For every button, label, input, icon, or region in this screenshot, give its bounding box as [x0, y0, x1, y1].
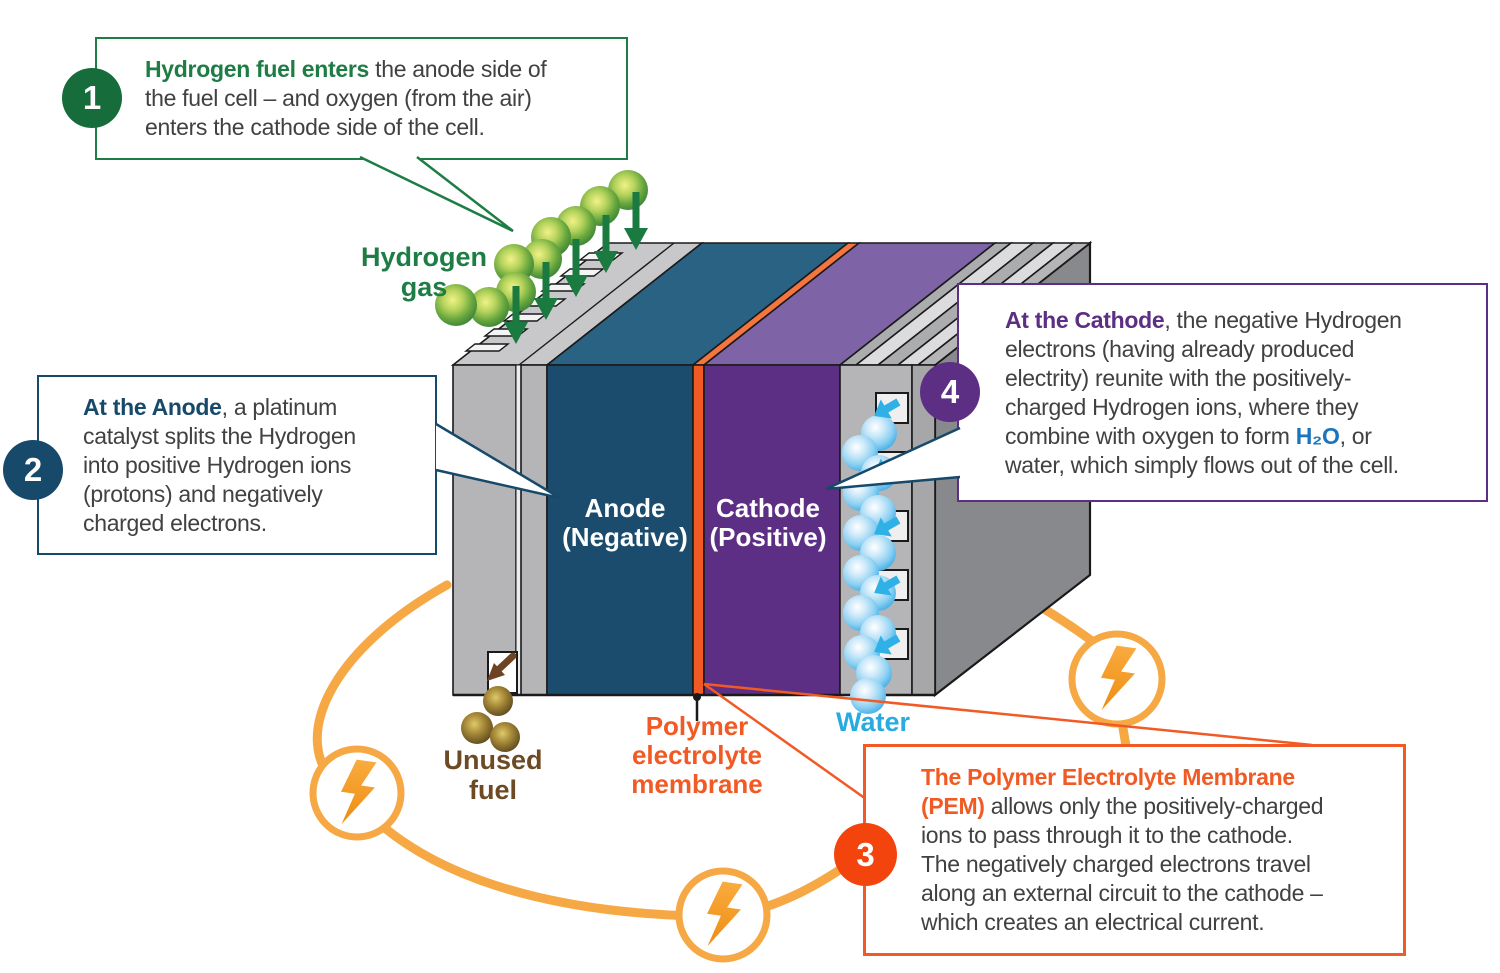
callout-step4-box: At the Cathode, the negative Hydrogen el…	[957, 283, 1488, 502]
lightning-bolt-icon	[309, 745, 405, 841]
unused-fuel-arrow-icon	[487, 652, 517, 681]
cathode-label: Cathode(Positive)	[709, 493, 827, 553]
callout-step3-text: The Polymer Electrolyte Membrane (PEM) a…	[921, 764, 1324, 935]
callout1-tail	[359, 155, 514, 233]
callout4-tail	[825, 426, 961, 491]
water-outlet-holes	[875, 392, 909, 660]
water-label: Water	[835, 707, 910, 737]
step-2-badge: 2	[3, 440, 63, 500]
lightning-bolt-icon	[675, 867, 771, 963]
step-1-badge: 1	[62, 68, 122, 128]
unused-fuel-outlet	[487, 651, 518, 694]
callout-step2-text: At the Anode, a platinum catalyst splits…	[83, 393, 356, 536]
callout-step1-text: Hydrogen fuel enters the anode side of t…	[145, 56, 547, 140]
callout-step4-text: At the Cathode, the negative Hydrogen el…	[1005, 306, 1402, 478]
callout-step2-box: At the Anode, a platinum catalyst splits…	[37, 375, 437, 555]
step-3-badge: 3	[834, 823, 897, 886]
water-flow-arrow-icon	[874, 398, 901, 655]
callout2-tail	[435, 422, 561, 500]
callout-step1-box: Hydrogen fuel enters the anode side of t…	[95, 37, 628, 160]
water-droplets	[842, 415, 897, 714]
lightning-bolt-icon	[1068, 630, 1166, 728]
h2o-formula: H₂O	[1295, 422, 1340, 449]
unused-fuel-molecules	[461, 686, 520, 752]
step-4-badge: 4	[920, 362, 980, 422]
callout-step3-box: The Polymer Electrolyte Membrane (PEM) a…	[863, 744, 1406, 956]
